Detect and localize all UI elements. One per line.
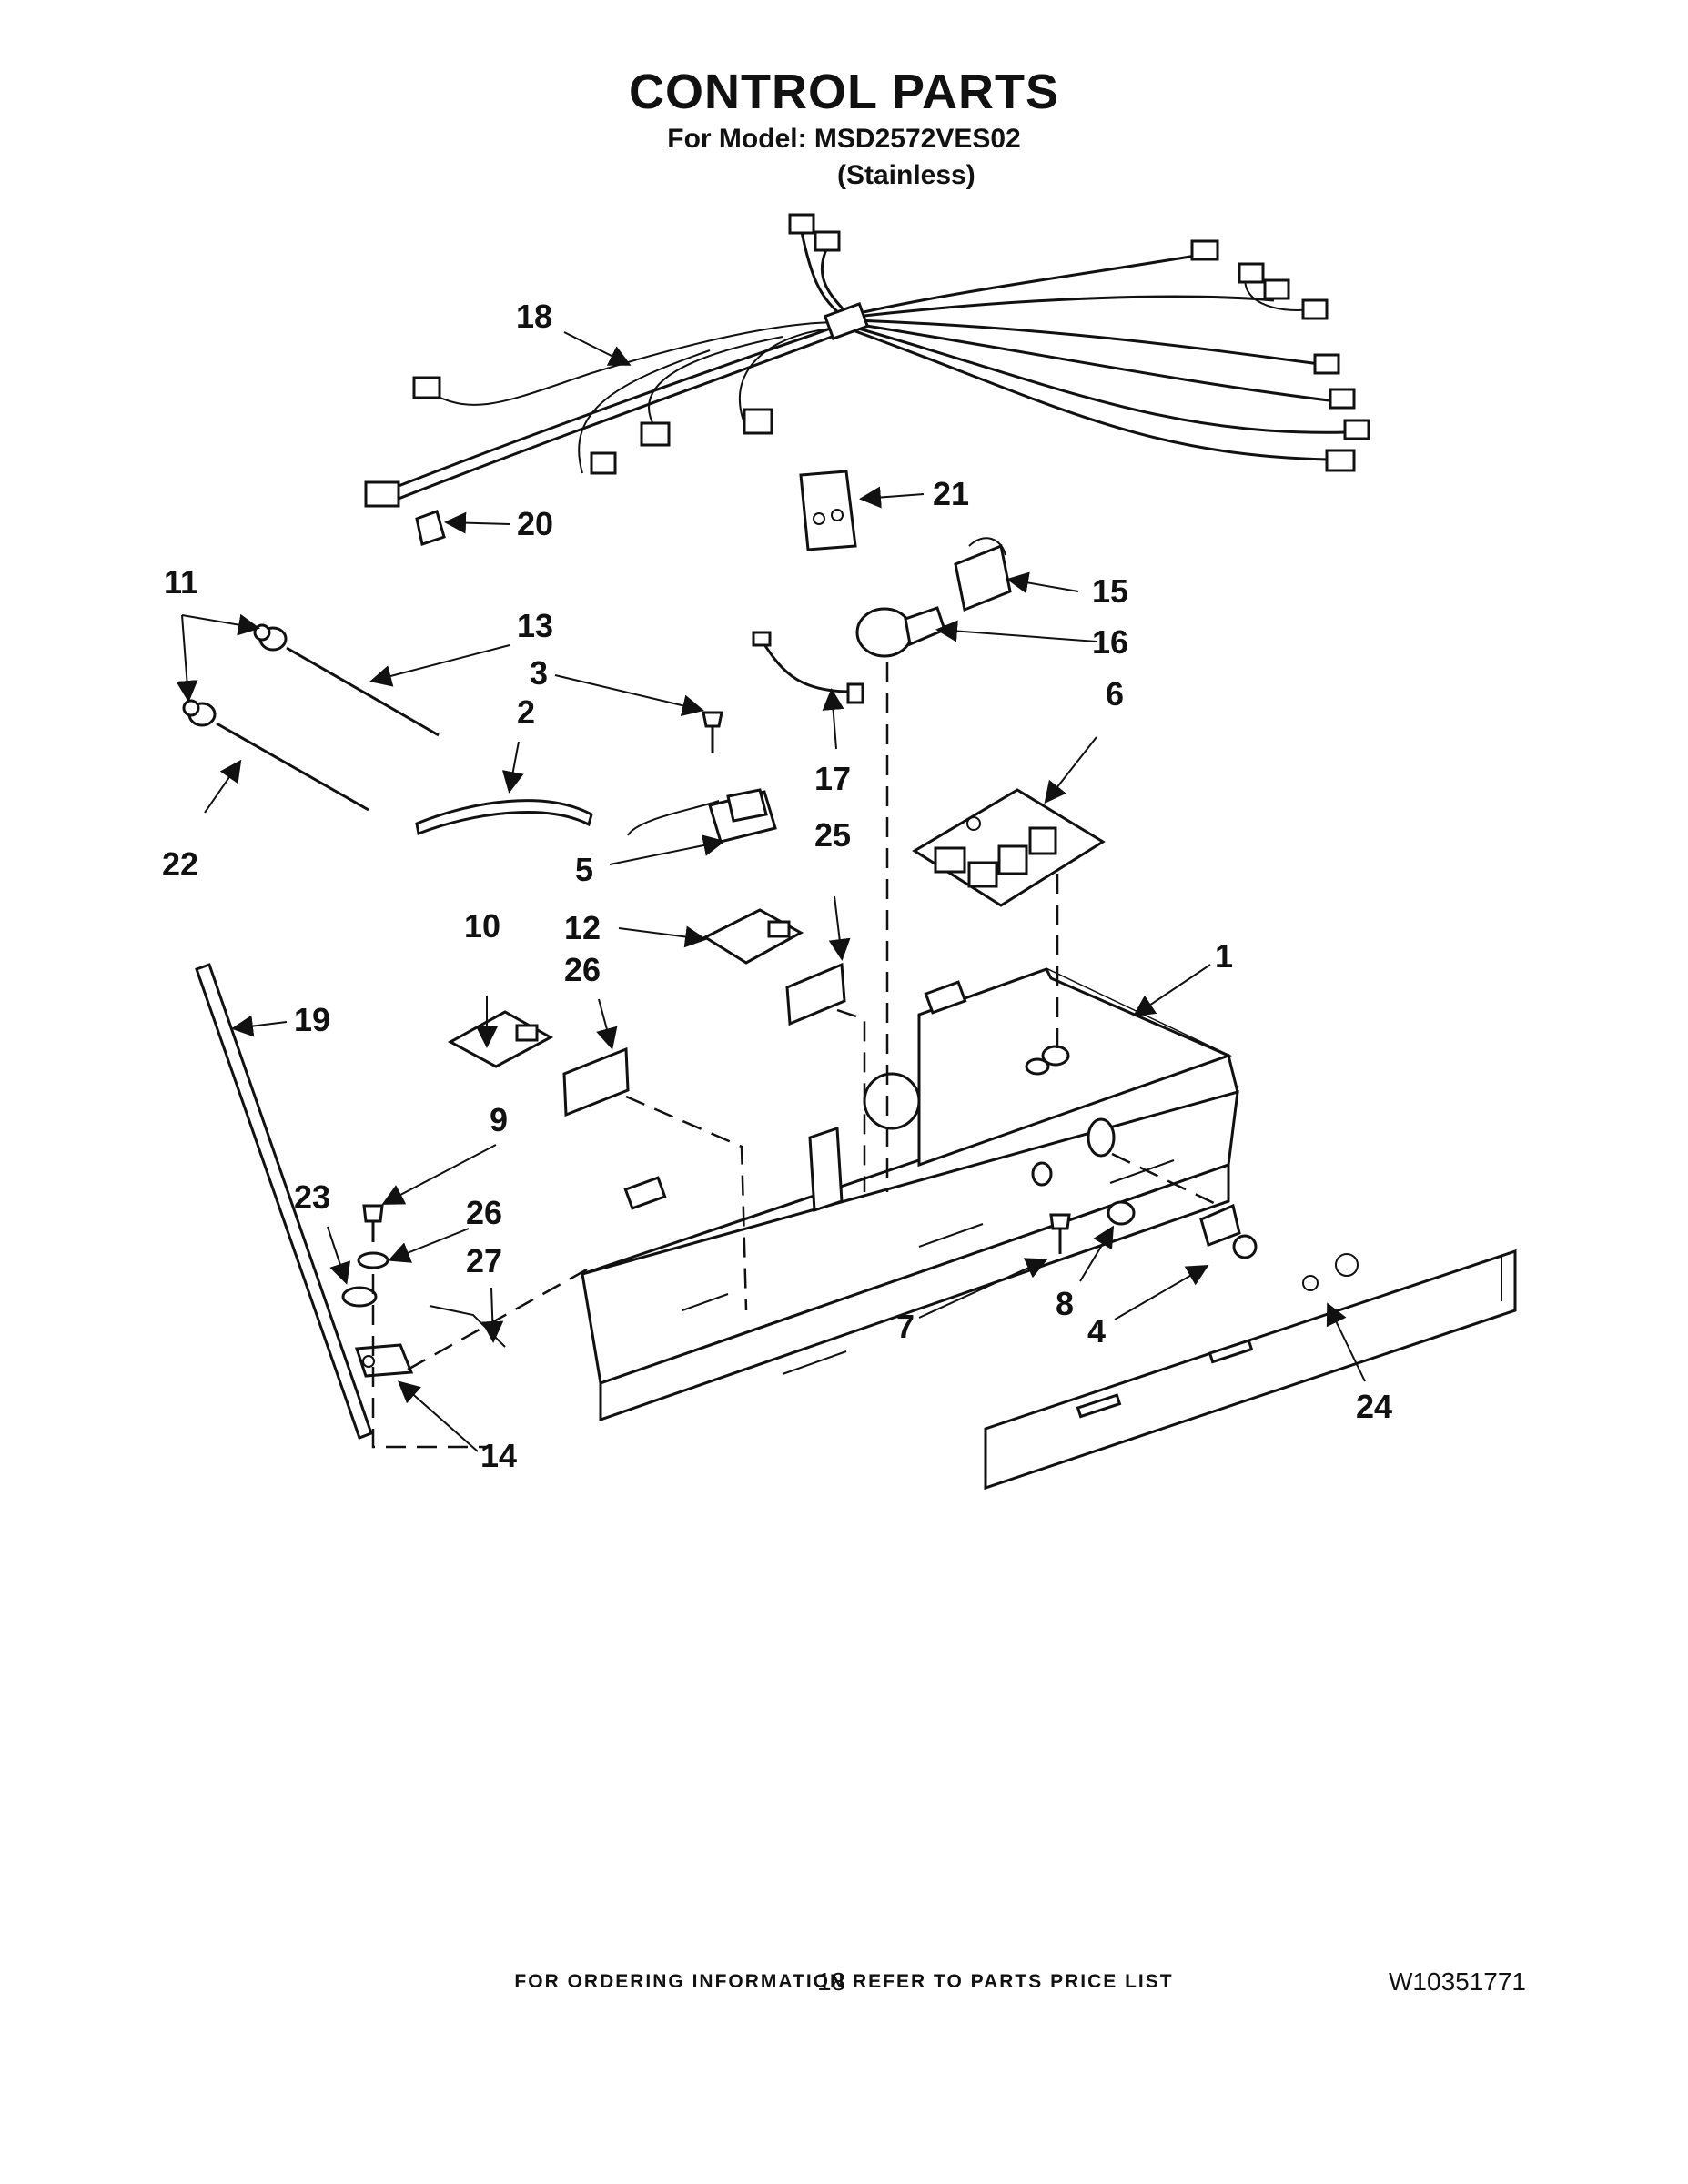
callout-4: 4 [1087, 1312, 1106, 1350]
callout-labels: 1 2 3 4 5 6 7 8 9 10 11 12 13 14 15 16 1… [162, 298, 1392, 1474]
mounting-pad-part [799, 470, 857, 551]
callout-13: 13 [517, 607, 553, 644]
callout-11: 11 [164, 563, 198, 601]
screw-part [702, 711, 723, 753]
wire-jumper-part [752, 631, 864, 704]
document-number: W10351771 [1389, 1967, 1527, 1996]
clip-part [415, 510, 446, 546]
control-switch-part [1199, 1203, 1258, 1259]
page-title: CONTROL PARTS [628, 65, 1059, 119]
sensor-bracket-part [702, 908, 804, 965]
callout-21: 21 [933, 475, 969, 512]
callout-20: 20 [517, 505, 553, 542]
callout-12: 12 [564, 909, 601, 946]
callout-26-upper: 26 [564, 951, 601, 988]
control-housing-part [581, 967, 1239, 1422]
trim-strip-part [195, 963, 373, 1440]
callout-5: 5 [575, 851, 593, 888]
model-line: For Model: MSD2572VES02 [667, 124, 1021, 154]
assembly-guide-lines [371, 662, 1220, 1449]
callout-8: 8 [1056, 1285, 1074, 1322]
finish-label: (Stainless) [837, 160, 975, 190]
wire-harness [364, 213, 1370, 508]
callout-2: 2 [517, 693, 535, 731]
callout-10: 10 [464, 907, 500, 945]
callout-1: 1 [1215, 937, 1233, 975]
callout-25: 25 [814, 816, 851, 854]
light-socket-part [954, 537, 1012, 612]
tube-cap-parts [182, 623, 288, 727]
ordering-note: FOR ORDERING INFORMATION REFER TO PARTS … [514, 1971, 1174, 1992]
light-bulb-part [855, 606, 946, 658]
callout-14: 14 [480, 1437, 517, 1474]
callout-6: 6 [1106, 675, 1124, 713]
damper-bracket-part [447, 1010, 554, 1068]
callout-15: 15 [1092, 572, 1128, 610]
screw-washer-parts [341, 1204, 389, 1308]
callout-23: 23 [294, 1178, 330, 1216]
callout-27: 27 [466, 1242, 502, 1279]
tube-part [415, 799, 593, 836]
callout-9: 9 [490, 1101, 508, 1138]
knob-part [1107, 1200, 1136, 1226]
callout-17: 17 [814, 760, 851, 797]
screw-part-2 [1049, 1213, 1071, 1254]
label-part [785, 962, 846, 1026]
heater-wire-part [429, 1305, 506, 1348]
page-number: 18 [817, 1967, 846, 1996]
rod-parts [216, 646, 440, 812]
callout-19: 19 [294, 1001, 330, 1038]
control-board-part [912, 788, 1106, 907]
callout-22: 22 [162, 845, 198, 883]
hinge-part [354, 1343, 414, 1378]
switch-part [627, 788, 777, 844]
label-part-2 [562, 1046, 630, 1117]
callout-leaders [176, 331, 1366, 1452]
callout-26-lower: 26 [466, 1194, 502, 1231]
callout-3: 3 [530, 654, 548, 692]
callout-24: 24 [1356, 1388, 1392, 1425]
callout-18: 18 [516, 298, 552, 335]
callout-16: 16 [1092, 623, 1128, 661]
callout-7: 7 [896, 1308, 915, 1345]
